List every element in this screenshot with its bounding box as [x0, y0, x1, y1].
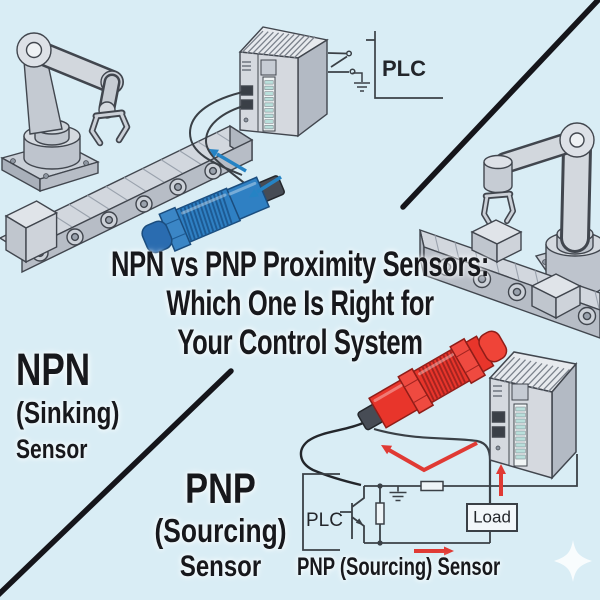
ground-symbol [389, 486, 407, 502]
title-line-1: NPN vs PNP Proximity Sensors: [110, 245, 490, 284]
transistor [340, 486, 365, 543]
npn-label-type: (Sinking) [16, 395, 120, 430]
blue-arrows [209, 149, 282, 198]
blue-arrow-to-sensor-icon [249, 175, 282, 198]
right-robot-arm [481, 122, 600, 297]
sparkle-icon [554, 540, 592, 582]
indicator-leds [264, 80, 274, 130]
sensor-tip [478, 330, 508, 363]
gripper [88, 109, 131, 147]
red-arrow-up-icon [496, 464, 506, 496]
indicator-leds [515, 406, 526, 460]
pnp-label-name: PNP [185, 465, 256, 513]
gripped-box [470, 219, 523, 264]
npn-plc-circuit: PLC [327, 31, 443, 99]
left-conveyor [0, 124, 254, 274]
ground-symbol [352, 72, 370, 92]
pnp-circuit: PLC Load [299, 421, 578, 551]
pnp-circuit-caption: PNP (Sourcing) Sensor [297, 553, 501, 581]
pnp-sourcing-label: PNP (Sourcing) Sensor [139, 466, 303, 584]
sensor-tip [141, 220, 173, 254]
right-gripper [481, 190, 516, 227]
red-arrow-right-icon [414, 546, 454, 556]
npn-blue-sensor [141, 175, 285, 254]
pnp-label-noun: Sensor [179, 550, 262, 583]
pnp-red-sensor [357, 330, 508, 431]
pnp-label-type: (Sourcing) [154, 512, 287, 549]
red-arrow-v-icon [381, 441, 478, 473]
switch-blade [330, 55, 348, 68]
plc-bracket [366, 31, 443, 99]
right-conveyor [419, 219, 600, 339]
left-robot-arm [0, 32, 131, 193]
load-label: Load [473, 508, 511, 527]
pnp-plc-module [488, 351, 578, 480]
npn-label-name: NPN [16, 344, 91, 395]
vent-slats [492, 356, 570, 393]
red-arrows [381, 441, 506, 556]
sensor-cable [299, 421, 364, 487]
plc-label-top: PLC [382, 56, 426, 81]
title-line-3: Your Control System [177, 323, 423, 362]
plc-bracket [302, 473, 340, 551]
resistor-vertical [375, 502, 385, 525]
plc-label-bottom: PLC [306, 510, 343, 531]
title-line-2: Which One Is Right for [166, 284, 434, 323]
npn-sinking-label: NPN (Sinking) Sensor [16, 346, 119, 466]
resistor-horizontal [420, 480, 444, 492]
load-box [466, 503, 518, 532]
conveyor-box [530, 273, 582, 320]
diagonal-divider-bottom-left [0, 368, 234, 598]
npn-label-noun: Sensor [16, 434, 88, 464]
npn-wires [188, 90, 249, 187]
diagonal-divider-top-right [400, 0, 600, 210]
blue-arrow-to-plc-icon [209, 149, 247, 173]
conveyor-box [4, 200, 59, 264]
vent-slats [241, 30, 316, 59]
npn-plc-module [238, 26, 329, 138]
page-title: NPN vs PNP Proximity Sensors: Which One … [81, 245, 519, 362]
